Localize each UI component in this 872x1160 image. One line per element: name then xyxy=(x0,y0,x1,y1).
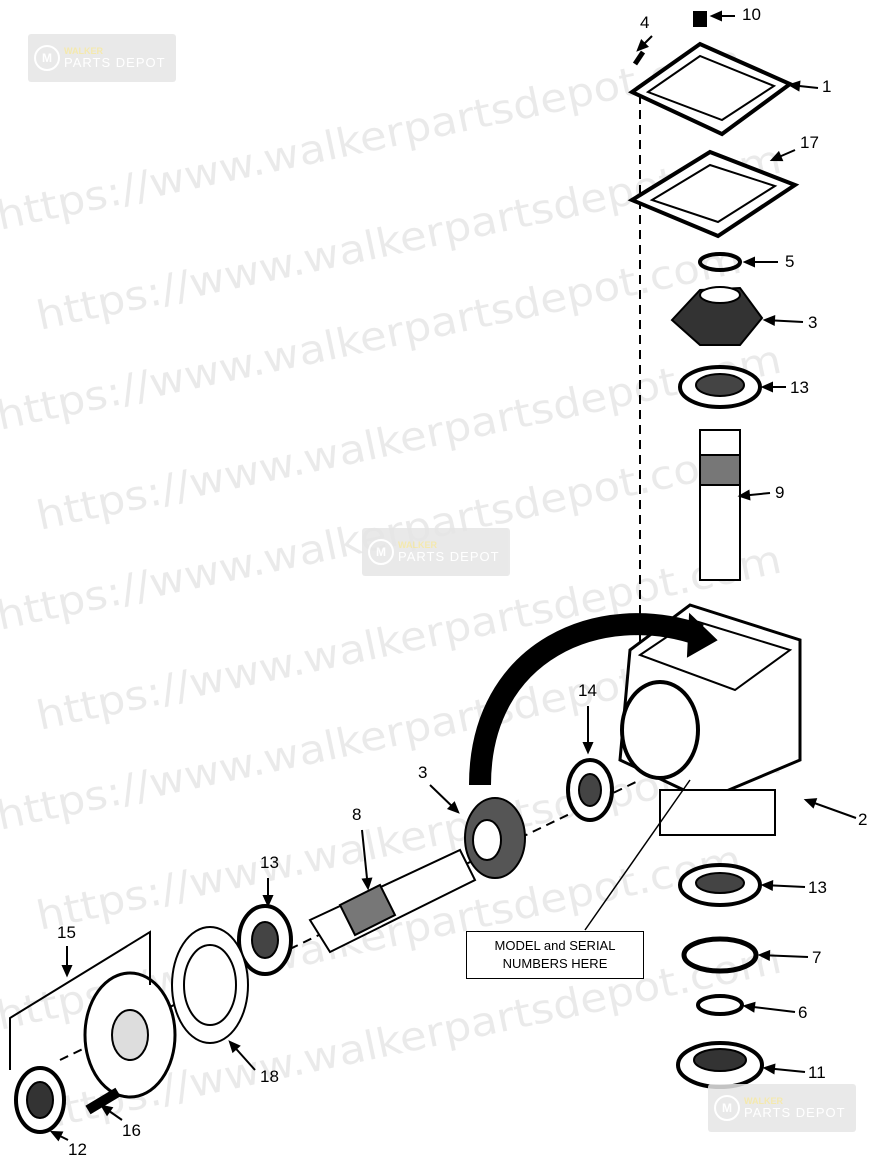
part-bolt xyxy=(85,1087,121,1115)
logo-bottom-text: PARTS DEPOT xyxy=(64,55,166,70)
part-number-label: 2 xyxy=(858,810,867,829)
part-bearing-race xyxy=(695,872,745,894)
part-input-shaft-splines xyxy=(338,883,397,937)
curved-arrow xyxy=(469,613,704,786)
part-number-label: 16 xyxy=(122,1121,141,1140)
arrowhead-icon xyxy=(742,1001,756,1013)
arrowhead-icon xyxy=(49,1130,64,1142)
part-housing-bore xyxy=(620,680,700,780)
part-oil-seal-inner xyxy=(693,1048,747,1072)
arrowhead-icon xyxy=(709,10,722,22)
part-number-label: 15 xyxy=(57,923,76,942)
part-number-label: 1 xyxy=(822,77,831,96)
model-serial-callout: MODEL and SERIAL NUMBERS HERE xyxy=(466,931,644,979)
arrowhead-icon xyxy=(787,80,801,92)
part-number-label: 14 xyxy=(578,681,597,700)
part-number-label: 17 xyxy=(800,133,819,152)
part-bevel-gear-hub xyxy=(699,286,741,304)
arrowhead-icon xyxy=(762,314,776,327)
part-snap-ring xyxy=(696,994,744,1016)
part-number-label: 11 xyxy=(808,1063,826,1082)
part-snap-ring xyxy=(698,252,742,272)
part-retaining-ring xyxy=(681,936,759,974)
callout-line-2: NUMBERS HERE xyxy=(502,956,608,971)
arrowhead-icon xyxy=(262,895,274,908)
part-bearing-race xyxy=(578,773,602,807)
part-bearing-race xyxy=(695,373,745,397)
part-cover-inner xyxy=(645,54,777,122)
logo-top-text: WALKER xyxy=(744,1096,783,1106)
part-gasket xyxy=(627,149,800,239)
part-number-label: 13 xyxy=(808,878,827,897)
part-number-label: 9 xyxy=(775,483,784,502)
arrowhead-icon xyxy=(737,489,751,501)
group-bracket xyxy=(9,930,151,1070)
arrowhead-icon xyxy=(61,965,73,978)
part-flange-gasket-inner xyxy=(183,944,237,1026)
arrowhead-icon xyxy=(762,1063,776,1075)
arrowhead-icon xyxy=(803,798,818,809)
logo-top-text: WALKER xyxy=(398,540,437,550)
part-housing-base xyxy=(659,789,776,836)
part-vertical-shaft xyxy=(699,429,741,581)
part-seal-inner xyxy=(26,1081,54,1119)
part-number-label: 13 xyxy=(260,853,279,872)
parts xyxy=(9,11,802,1134)
part-number-label: 4 xyxy=(640,13,649,32)
arrowhead-icon xyxy=(446,801,460,814)
arrowhead-icon xyxy=(582,742,594,755)
part-number-label: 3 xyxy=(418,763,427,782)
arrowhead-icon xyxy=(99,1104,114,1117)
arrowhead-icon xyxy=(361,877,373,891)
part-number-label: 18 xyxy=(260,1067,279,1086)
arrowhead-icon xyxy=(636,39,649,52)
arrowhead-icon xyxy=(760,879,774,892)
part-number-label: 10 xyxy=(742,5,761,24)
logo-top-text: WALKER xyxy=(64,46,103,56)
part-number-label: 5 xyxy=(785,252,794,271)
curved-arrow-head xyxy=(686,612,718,658)
part-screw xyxy=(632,50,646,66)
part-pinion-hub xyxy=(472,819,502,861)
part-number-label: 13 xyxy=(790,378,809,397)
arrowhead-icon xyxy=(769,150,784,162)
part-gasket-inner xyxy=(649,163,778,224)
part-number-label: 8 xyxy=(352,805,361,824)
part-adapter-bore xyxy=(111,1009,149,1061)
arrowhead-icon xyxy=(228,1040,241,1054)
logo-bottom-text: PARTS DEPOT xyxy=(398,549,500,564)
arrowhead-icon xyxy=(742,256,755,268)
callout-leader xyxy=(584,779,691,931)
logo-bottom-text: PARTS DEPOT xyxy=(744,1105,846,1120)
arrowhead-icon xyxy=(760,381,773,393)
label-arrows xyxy=(49,10,857,1142)
part-bevel-gear xyxy=(670,286,764,346)
part-number-label: 3 xyxy=(808,313,817,332)
part-number-label: 6 xyxy=(798,1003,807,1022)
part-shaft-splines xyxy=(699,454,741,486)
arrowhead-icon xyxy=(757,949,771,961)
callout-line-1: MODEL and SERIAL xyxy=(494,938,616,953)
part-bearing-race xyxy=(251,921,279,959)
part-plug xyxy=(693,11,707,27)
label-layer: 4 10 1 17 5 3 13 9 14 2 3 8 13 15 13 7 6 11 18 16 12 xyxy=(57,5,867,1159)
part-number-label: 12 xyxy=(68,1140,87,1159)
part-number-label: 7 xyxy=(812,948,821,967)
